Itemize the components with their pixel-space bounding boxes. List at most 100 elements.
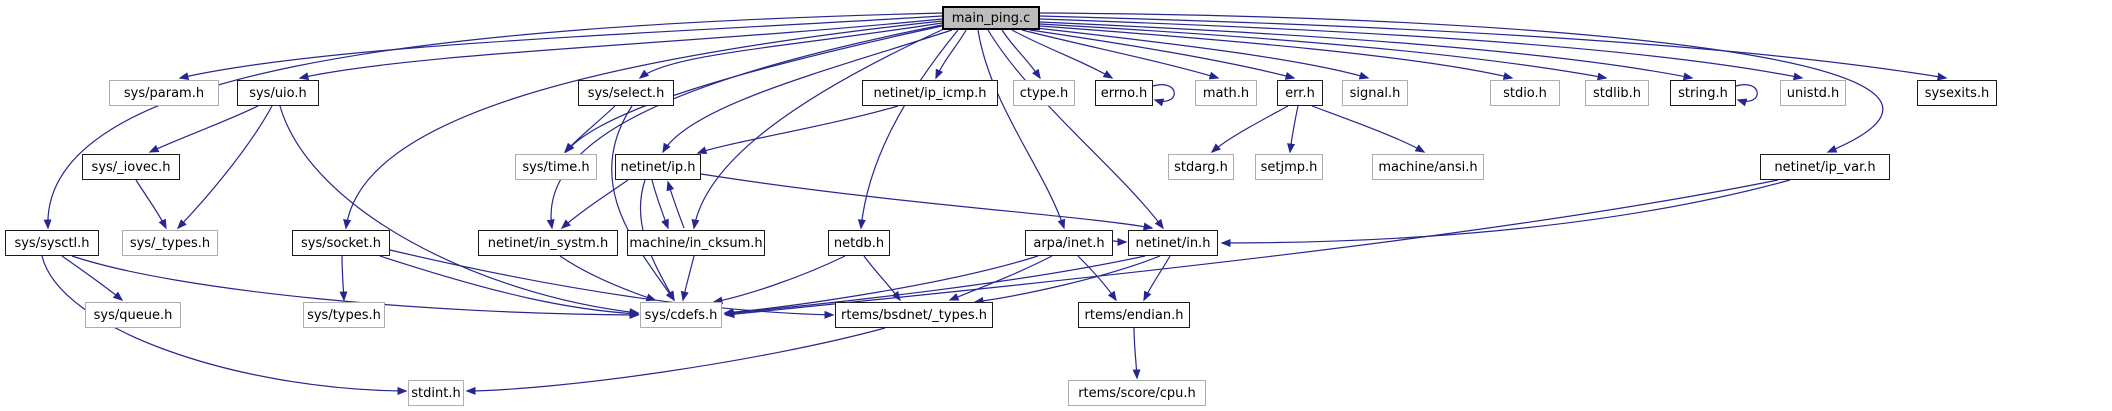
edge-arpa/inet.h-to-rtems/bsdnet/_types.h [948, 255, 1053, 301]
node-netinet/in.h[interactable]: netinet/in.h [1128, 230, 1218, 256]
edge-sys/socket.h-to-rtems/bsdnet/_types.h [389, 249, 835, 319]
edge-err.h-to-stdarg.h [1210, 105, 1289, 153]
edge-netdb.h-to-rtems/bsdnet/_types.h [863, 255, 901, 302]
edge-netinet/ip_var.h-to-netinet/in.h [1220, 179, 1791, 247]
node-err.h[interactable]: err.h [1277, 80, 1323, 106]
node-netinet/ip_var.h[interactable]: netinet/ip_var.h [1760, 154, 1890, 180]
edge-main_ping.c-to-math.h [1021, 29, 1220, 80]
node-arpa/inet.h[interactable]: arpa/inet.h [1025, 230, 1113, 256]
node-netinet/ip_icmp.h[interactable]: netinet/ip_icmp.h [862, 80, 998, 106]
edge-sys/select.h-to-sys/cdefs.h [611, 105, 675, 302]
node-sys/types.h: sys/types.h [303, 302, 385, 328]
edge-main_ping.c-to-arpa/inet.h [977, 29, 1066, 230]
edge-main_ping.c-to-stdio.h [1039, 25, 1514, 80]
edge-main_ping.c-to-sys/time.h [565, 25, 943, 154]
edge-main_ping.c-to-netinet/in.h [987, 29, 1164, 230]
edge-main_ping.c-to-sys/uio.h [298, 18, 943, 81]
edge-sys/socket.h-to-sys/cdefs.h [379, 255, 640, 318]
node-signal.h: signal.h [1342, 80, 1408, 106]
node-sys/sysctl.h[interactable]: sys/sysctl.h [5, 230, 99, 256]
node-sys/queue.h: sys/queue.h [85, 302, 181, 328]
edge-sys/select.h-to-sys/time.h [563, 105, 616, 154]
edge-machine/in_cksum.h-to-sys/cdefs.h [680, 255, 695, 302]
node-ctype.h: ctype.h [1013, 80, 1075, 106]
node-netdb.h[interactable]: netdb.h [828, 230, 890, 256]
node-rtems/endian.h[interactable]: rtems/endian.h [1078, 302, 1190, 328]
node-machine/ansi.h: machine/ansi.h [1372, 154, 1484, 180]
edge-netinet/in_systm.h-to-sys/cdefs.h [559, 255, 657, 302]
edge-main_ping.c-to-netinet/ip_icmp.h [935, 29, 967, 80]
edge-sys/socket.h-to-sys/types.h [339, 255, 348, 302]
edge-main_ping.c-to-sys/sysctl.h [43, 12, 943, 230]
edge-netinet/in.h-to-rtems/endian.h [1143, 255, 1171, 302]
edge-main_ping.c-to-sys/param.h [178, 15, 943, 81]
edge-sys/sysctl.h-to-stdint.h [41, 255, 408, 395]
node-sys/_iovec.h[interactable]: sys/_iovec.h [82, 154, 180, 180]
node-errno.h[interactable]: errno.h [1095, 80, 1153, 106]
edge-main_ping.c-to-stdlib.h [1039, 23, 1608, 81]
node-sysexits.h[interactable]: sysexits.h [1917, 80, 1997, 106]
node-sys/uio.h[interactable]: sys/uio.h [237, 80, 319, 106]
edge-main_ping.c-to-netinet/ip.h [662, 29, 953, 154]
node-string.h[interactable]: string.h [1670, 80, 1736, 106]
edge-main_ping.c-to-sysexits.h [1039, 15, 1948, 81]
node-stdlib.h: stdlib.h [1585, 80, 1649, 106]
edge-netinet/in.h-to-sys/cdefs.h [723, 255, 1146, 318]
node-stdarg.h: stdarg.h [1168, 154, 1234, 180]
node-sys/time.h: sys/time.h [515, 154, 597, 180]
edge-main_ping.c-to-sys/select.h [638, 22, 943, 79]
node-machine/in_cksum.h[interactable]: machine/in_cksum.h [627, 230, 765, 256]
edge-sys/uio.h-to-sys/_iovec.h [148, 105, 259, 153]
node-unistd.h: unistd.h [1780, 80, 1846, 106]
edge-main_ping.c-to-netinet/in_systm.h [546, 24, 943, 230]
edge-netdb.h-to-sys/cdefs.h [712, 255, 846, 305]
edge-group [41, 12, 1948, 395]
edge-netinet/ip_var.h-to-sys/cdefs.h [724, 179, 1779, 319]
edge-sys/_iovec.h-to-sys/_types.h [135, 179, 167, 230]
edge-netinet/ip.h-to-netinet/in_systm.h [560, 179, 629, 229]
node-setjmp.h: setjmp.h [1255, 154, 1323, 180]
edge-main_ping.c-to-signal.h [1035, 27, 1370, 80]
edge-errno.h-to-errno.h [1152, 84, 1175, 107]
edge-main_ping.c-to-machine/in_cksum.h [691, 27, 947, 230]
edge-string.h-to-string.h [1735, 84, 1758, 107]
edge-sys/uio.h-to-sys/cdefs.h [279, 105, 640, 317]
edge-machine/in_cksum.h-to-netinet/ip.h [666, 180, 685, 229]
edge-main_ping.c-to-errno.h [1011, 29, 1114, 79]
node-sys/cdefs.h: sys/cdefs.h [640, 302, 722, 328]
edge-arpa/inet.h-to-sys/cdefs.h [723, 255, 1039, 317]
edge-netinet/ip_icmp.h-to-netinet/ip.h [696, 105, 899, 155]
edge-main_ping.c-to-netdb.h [857, 29, 959, 230]
edge-arpa/inet.h-to-rtems/endian.h [1077, 255, 1117, 302]
node-netinet/in_systm.h[interactable]: netinet/in_systm.h [478, 230, 618, 256]
edge-main_ping.c-to-err.h [1029, 29, 1296, 80]
node-sys/select.h[interactable]: sys/select.h [578, 80, 674, 106]
edge-err.h-to-setjmp.h [1287, 105, 1299, 154]
edge-arpa/inet.h-to-netinet/in.h [1112, 237, 1128, 246]
edge-netinet/in.h-to-rtems/bsdnet/_types.h [973, 255, 1161, 305]
edge-netinet/ip.h-to-netinet/in.h [700, 173, 1154, 231]
edge-main_ping.c-to-netinet/ip_var.h [1039, 12, 1884, 153]
node-math.h: math.h [1195, 80, 1257, 106]
node-sys/param.h: sys/param.h [109, 80, 219, 106]
node-stdint.h: stdint.h [408, 380, 464, 406]
node-stdio.h: stdio.h [1490, 80, 1560, 106]
edge-main_ping.c-to-unistd.h [1039, 18, 1804, 81]
edge-main_ping.c-to-string.h [1039, 21, 1694, 81]
edge-rtems/endian.h-to-rtems/score/cpu.h [1132, 327, 1141, 380]
node-sys/_types.h: sys/_types.h [122, 230, 218, 256]
edge-sys/sysctl.h-to-sys/cdefs.h [71, 255, 640, 319]
edge-main_ping.c-to-ctype.h [1001, 29, 1041, 80]
edge-main_ping.c-to-sys/socket.h [343, 20, 943, 230]
edge-rtems/bsdnet/_types.h-to-stdint.h [465, 327, 886, 395]
edge-netinet/ip.h-to-machine/in_cksum.h [651, 179, 669, 230]
node-netinet/ip.h[interactable]: netinet/ip.h [615, 154, 701, 180]
node-sys/socket.h[interactable]: sys/socket.h [292, 230, 390, 256]
node-rtems/score/cpu.h: rtems/score/cpu.h [1068, 380, 1206, 406]
node-main_ping.c: main_ping.c [942, 6, 1040, 30]
node-rtems/bsdnet/_types.h[interactable]: rtems/bsdnet/_types.h [835, 302, 993, 328]
edge-sys/uio.h-to-sys/_types.h [176, 105, 273, 230]
edge-sys/sysctl.h-to-sys/queue.h [61, 255, 124, 301]
